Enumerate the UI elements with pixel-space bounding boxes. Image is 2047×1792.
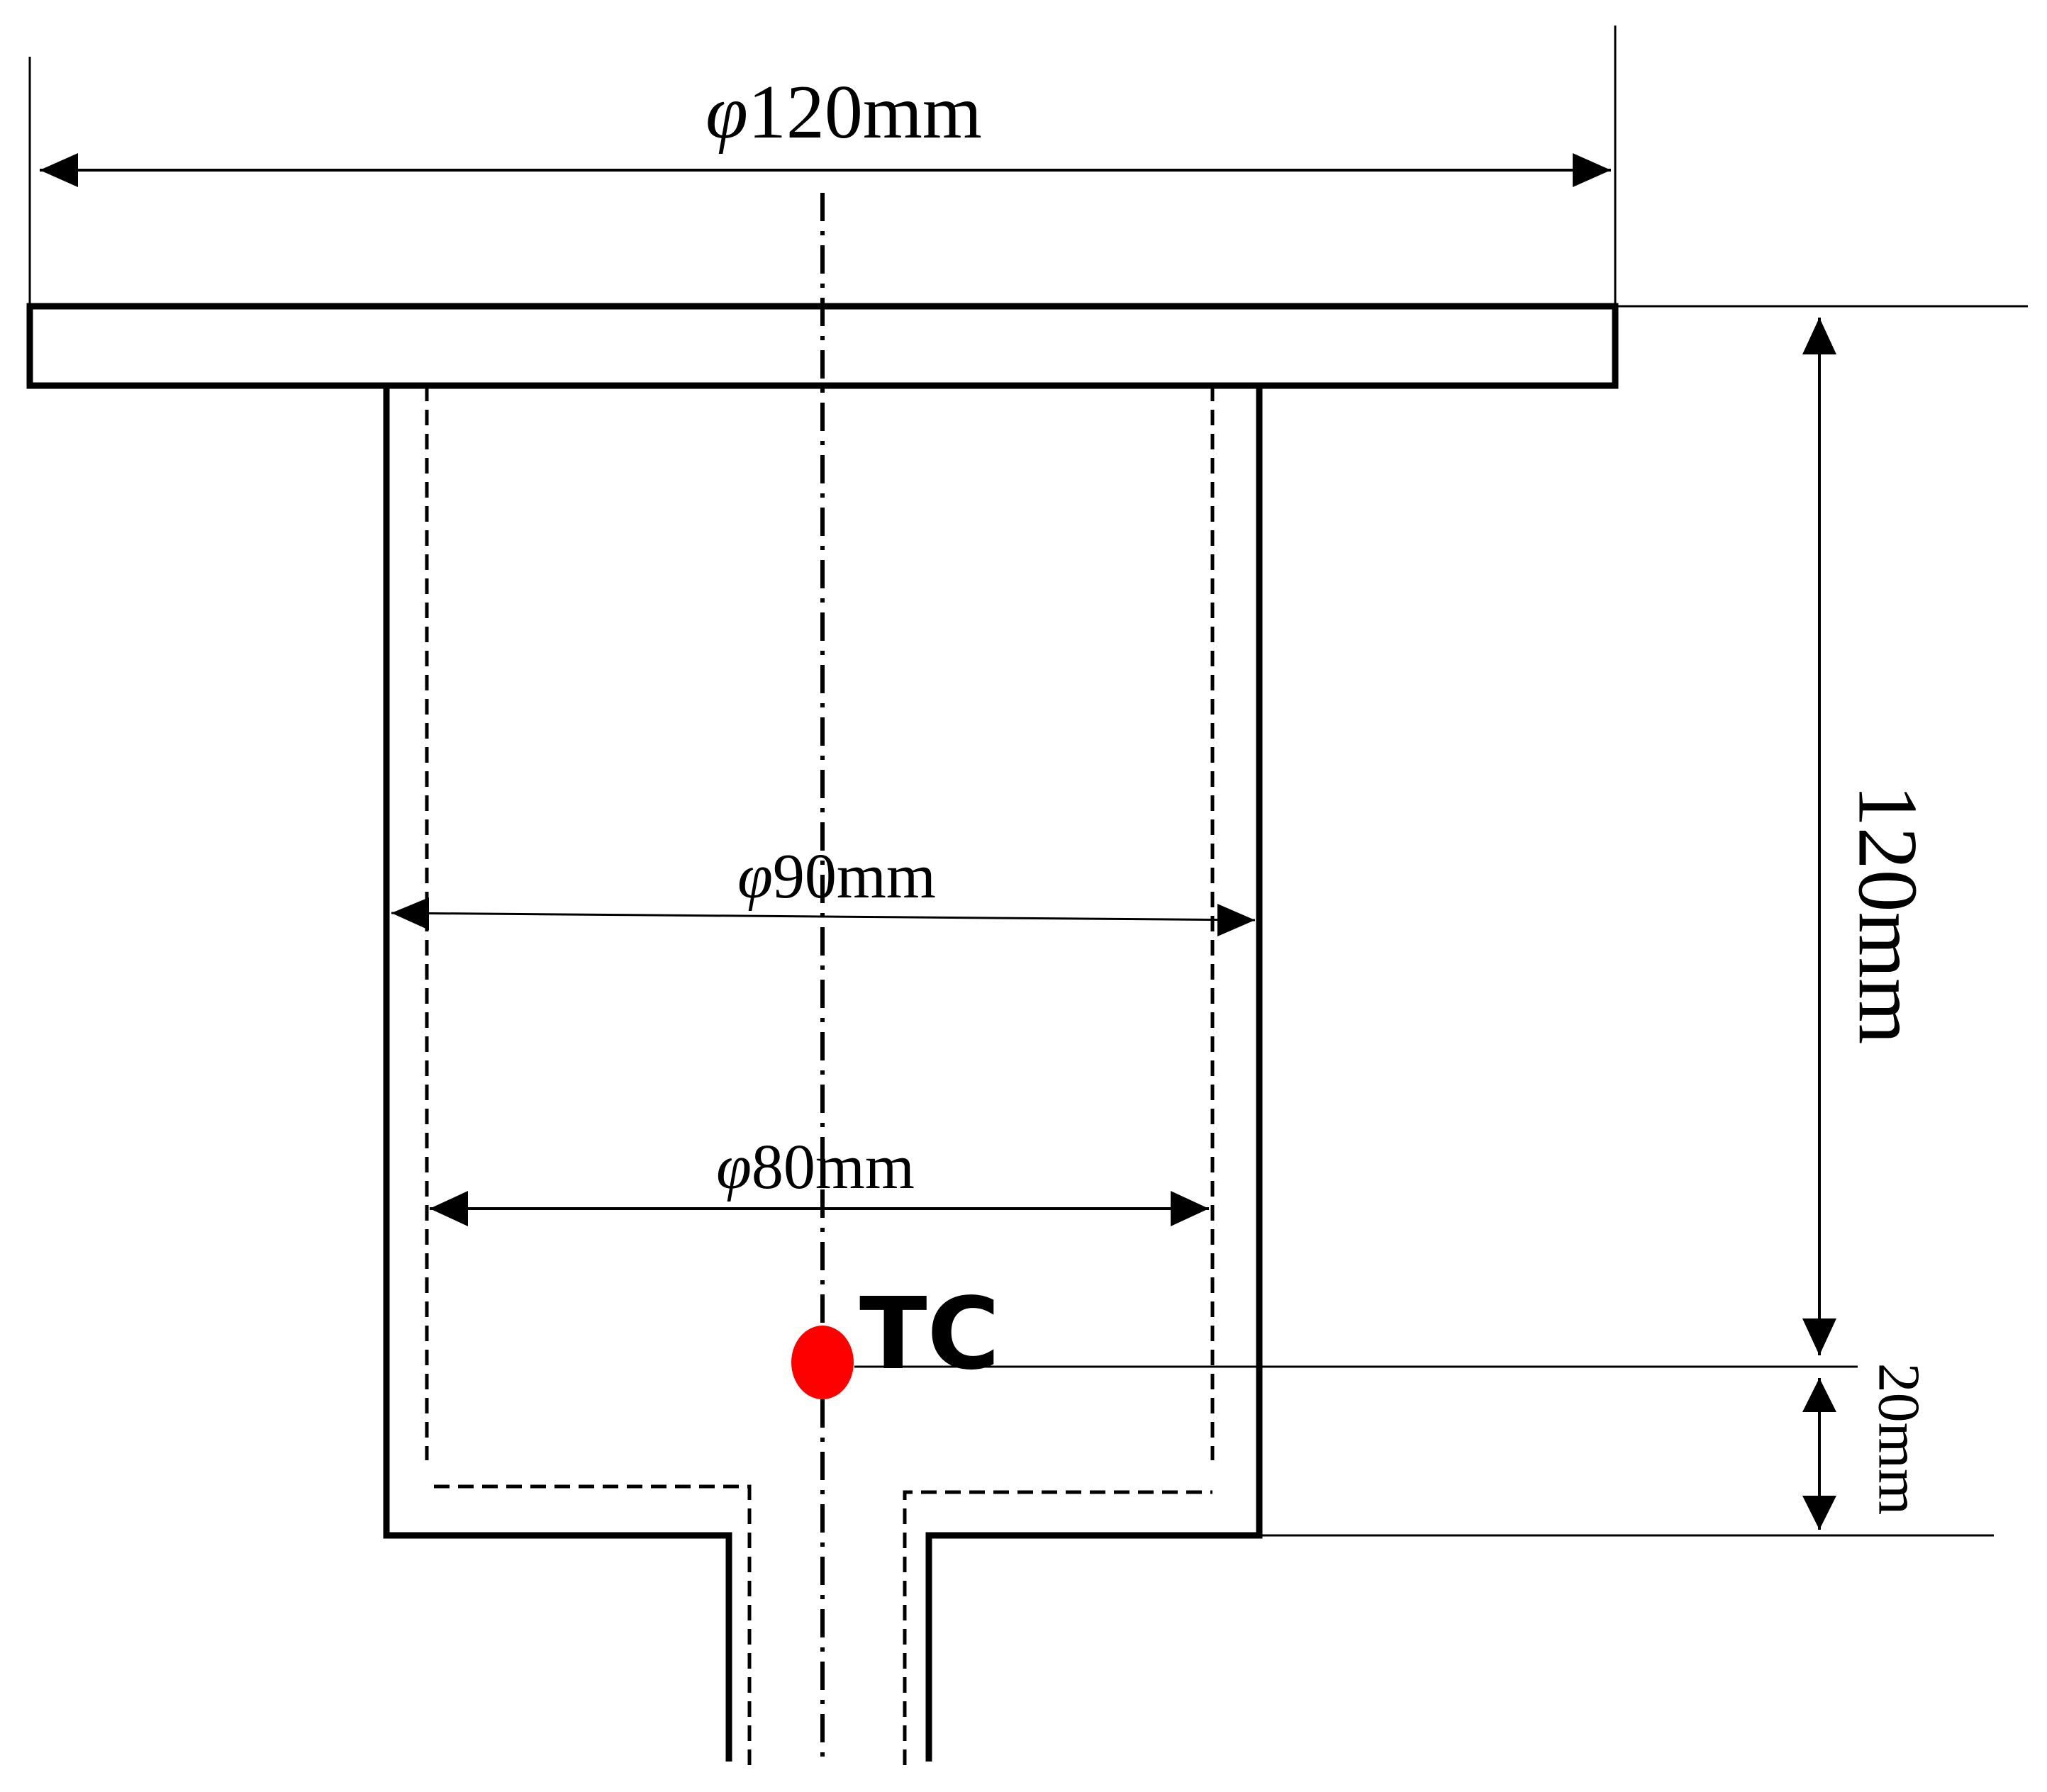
outer-diameter-arrow-right [1573, 153, 1611, 187]
thermocouple-marker [791, 1326, 854, 1399]
height-arrow-bottom [1802, 1318, 1836, 1355]
height-label: 120mm [1841, 785, 1935, 1045]
wall-diameter-arrow-right [1217, 904, 1255, 936]
outer-diameter-label: φ120mm [705, 70, 982, 155]
offset-arrow-top [1802, 1378, 1836, 1412]
offset-arrow-bottom [1802, 1496, 1836, 1530]
cylinder-inner-wall [425, 386, 1215, 1765]
inner-diameter-arrow-left [430, 1191, 468, 1226]
inner-diameter-label: φ80mm [716, 1132, 915, 1202]
thermocouple-label: TC [859, 1277, 1000, 1392]
inner-diameter-arrow-right [1171, 1191, 1209, 1226]
cylinder-outer-wall [383, 386, 1263, 1762]
wall-diameter-label: φ90mm [737, 841, 936, 912]
offset-label: 20mm [1866, 1363, 1932, 1516]
wall-diameter-dimension-line [391, 912, 1256, 922]
wall-diameter-arrow-left [391, 897, 429, 930]
height-arrow-top [1802, 318, 1836, 354]
outer-diameter-arrow-left [40, 153, 78, 187]
